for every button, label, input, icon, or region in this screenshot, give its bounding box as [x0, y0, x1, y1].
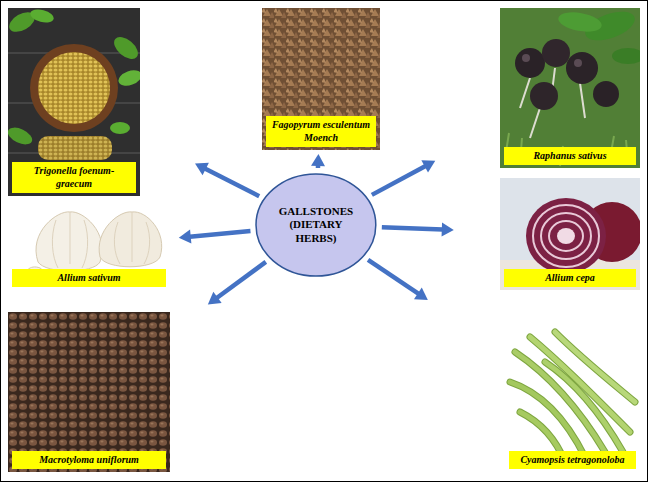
herb-name-label: Fagopyrum esculentum Moench — [266, 116, 376, 147]
arrow-shaft — [205, 168, 259, 196]
herb-name-label: Allium sativum — [12, 269, 166, 288]
connector-arrow — [195, 163, 259, 196]
connector-arrow — [368, 260, 428, 300]
arrow-shaft — [217, 262, 266, 298]
arrow-head — [311, 154, 325, 166]
cluster-bean-photo — [505, 322, 640, 472]
herb-card: Trigonella foenum-graecum — [8, 8, 140, 196]
herb-card: Cyamopsis tetragonoloba — [505, 322, 640, 472]
hub-ellipse: GALLSTONES (DIETARY HERBS) — [255, 173, 377, 277]
herb-name-label: Allium cepa — [504, 269, 636, 288]
herb-card: Macrotyloma uniflorum — [8, 312, 170, 472]
herb-name-label: Cyamopsis tetragonoloba — [509, 451, 636, 470]
herb-card: Allium cepa — [500, 178, 640, 290]
arrow-shaft — [368, 260, 419, 294]
arrow-head — [414, 288, 428, 300]
arrow-shaft — [372, 166, 426, 195]
horse-gram-photo — [8, 312, 170, 472]
herb-card: Fagopyrum esculentum Moench — [262, 8, 380, 150]
connector-arrow — [311, 154, 325, 168]
connector-arrow — [382, 222, 454, 236]
arrow-head — [179, 230, 192, 244]
herb-card: Allium sativum — [8, 202, 170, 290]
arrow-head — [421, 160, 435, 172]
connector-arrow — [208, 262, 266, 305]
herb-name-label: Macrotyloma uniflorum — [12, 451, 166, 470]
herb-name-label: Raphanus sativus — [504, 147, 636, 166]
arrow-head — [442, 222, 454, 236]
hub-title: GALLSTONES (DIETARY HERBS) — [274, 205, 358, 245]
connector-arrow — [372, 160, 435, 195]
herb-card: Raphanus sativus — [500, 8, 640, 168]
herb-name-label: Trigonella foenum-graecum — [12, 162, 136, 193]
radish-photo — [500, 8, 640, 168]
connector-arrow — [179, 230, 251, 244]
arrow-head — [208, 292, 222, 305]
arrow-shaft — [382, 227, 443, 229]
arrow-head — [195, 163, 209, 175]
arrow-shaft — [190, 231, 251, 237]
